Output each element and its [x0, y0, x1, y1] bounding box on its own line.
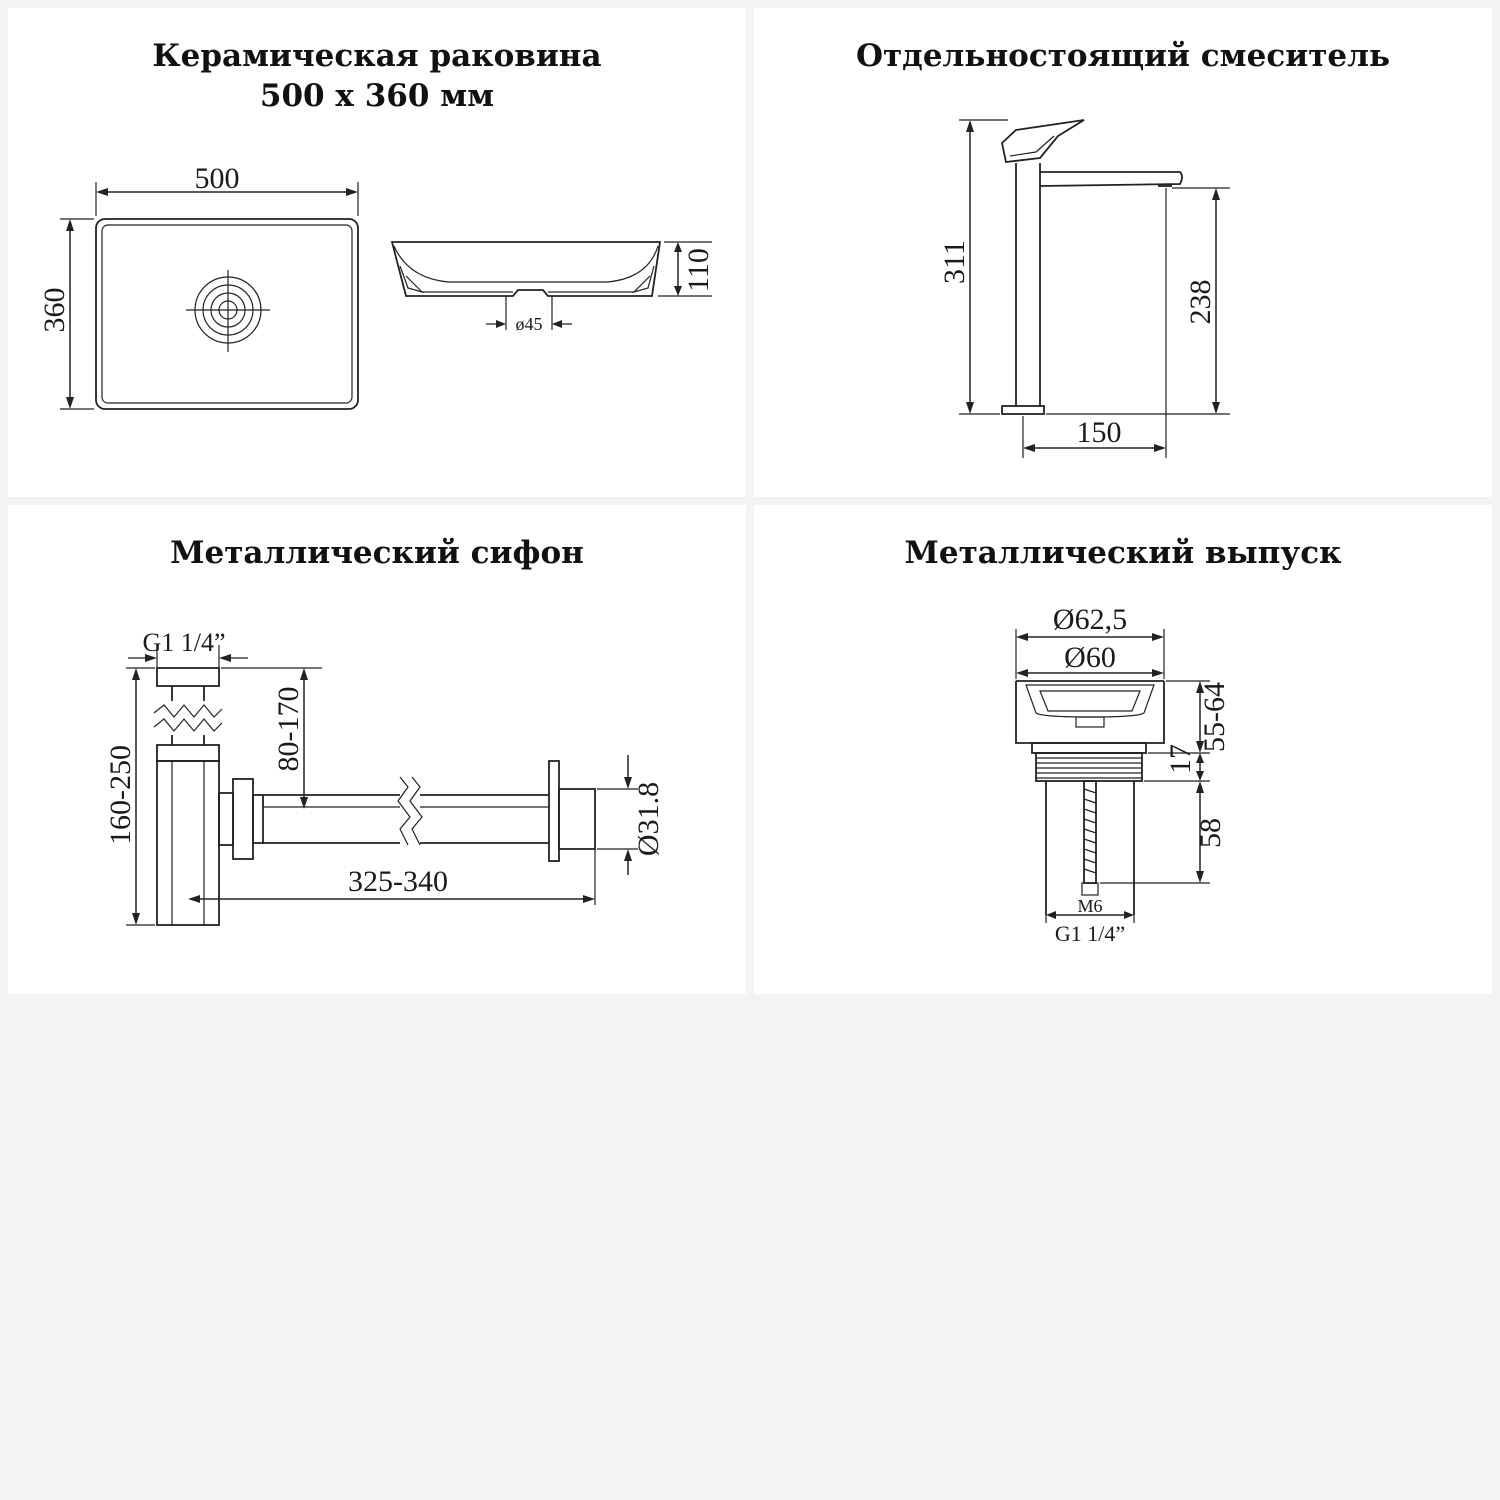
panel-faucet: Отдельностоящий смеситель 311	[754, 8, 1492, 497]
outer-diameter-label: Ø62,5	[1053, 603, 1127, 636]
dim-pipe-diameter: Ø31.8	[597, 755, 665, 875]
dim-adjust-range: 55-64	[1148, 680, 1231, 754]
drain-outlet-icon	[1015, 680, 1165, 915]
basin-width-label: 500	[195, 162, 240, 195]
dim-spout-height: 238	[1046, 187, 1230, 415]
siphon-title: Металлический сифон	[170, 535, 584, 571]
basin-title: Керамическая раковина 500 х 360 мм	[152, 38, 602, 114]
dim-inlet-height: 80-170	[221, 667, 322, 809]
siphon-drawing: G1 1/4” 160-250 80-170 325-340	[104, 628, 665, 926]
dim-total-height: 311	[938, 119, 1008, 415]
reach-label: 150	[1077, 416, 1122, 449]
dim-screw-thread: M6 G1 1/4”	[1045, 896, 1135, 946]
dim-thread: G1 1/4”	[128, 628, 248, 668]
faucet-drawing: 311 238 150	[938, 119, 1230, 458]
pipe-diameter-label: Ø31.8	[632, 782, 665, 856]
panel-siphon: Металлический сифон	[8, 505, 746, 994]
dim-outer-diameter: Ø62,5	[1015, 603, 1165, 679]
basin-top-view	[95, 218, 359, 410]
collar-label: 17	[1164, 744, 1197, 774]
dim-reach: 150	[1022, 188, 1167, 458]
drain-title: Металлический выпуск	[904, 535, 1342, 571]
siphon-length-label: 325-340	[348, 865, 448, 898]
siphon-height-label: 160-250	[104, 745, 137, 845]
dim-drain: ø45	[486, 296, 572, 334]
faucet-height-label: 311	[938, 240, 971, 284]
basin-side-view	[390, 241, 662, 297]
adjust-range-label: 55-64	[1198, 682, 1231, 752]
drain-thread-label: G1 1/4”	[1055, 921, 1125, 946]
siphon-thread-label: G1 1/4”	[142, 628, 225, 657]
dim-siphon-height: 160-250	[104, 667, 155, 926]
dim-body-length: 58	[1100, 781, 1227, 884]
faucet-icon	[1001, 119, 1183, 415]
dim-depth: 360	[38, 218, 94, 410]
panel-drain: Металлический выпуск	[754, 505, 1492, 994]
panel-basin: Керамическая раковина 500 х 360 мм 500	[8, 8, 746, 497]
basin-depth-label: 360	[38, 288, 71, 333]
spout-height-label: 238	[1184, 280, 1217, 325]
screw-label: M6	[1077, 896, 1102, 916]
inlet-height-label: 80-170	[272, 687, 305, 772]
basin-drawing: 500 360 110	[38, 162, 715, 410]
dim-siphon-length: 325-340	[188, 849, 596, 905]
dim-collar: 17	[1144, 744, 1210, 782]
inner-diameter-label: Ø60	[1064, 641, 1116, 674]
dim-width: 500	[95, 162, 359, 216]
dim-inner-diameter: Ø60	[1016, 641, 1164, 677]
siphon-icon	[153, 667, 596, 926]
drain-diameter-label: ø45	[516, 314, 543, 334]
body-length-label: 58	[1194, 818, 1227, 848]
drain-icon	[186, 270, 270, 352]
faucet-title: Отдельностоящий смеситель	[855, 38, 1391, 74]
basin-height-label: 110	[682, 248, 715, 292]
dim-height: 110	[658, 241, 715, 297]
drain-drawing: Ø62,5 Ø60 55-64 17	[1015, 603, 1231, 946]
